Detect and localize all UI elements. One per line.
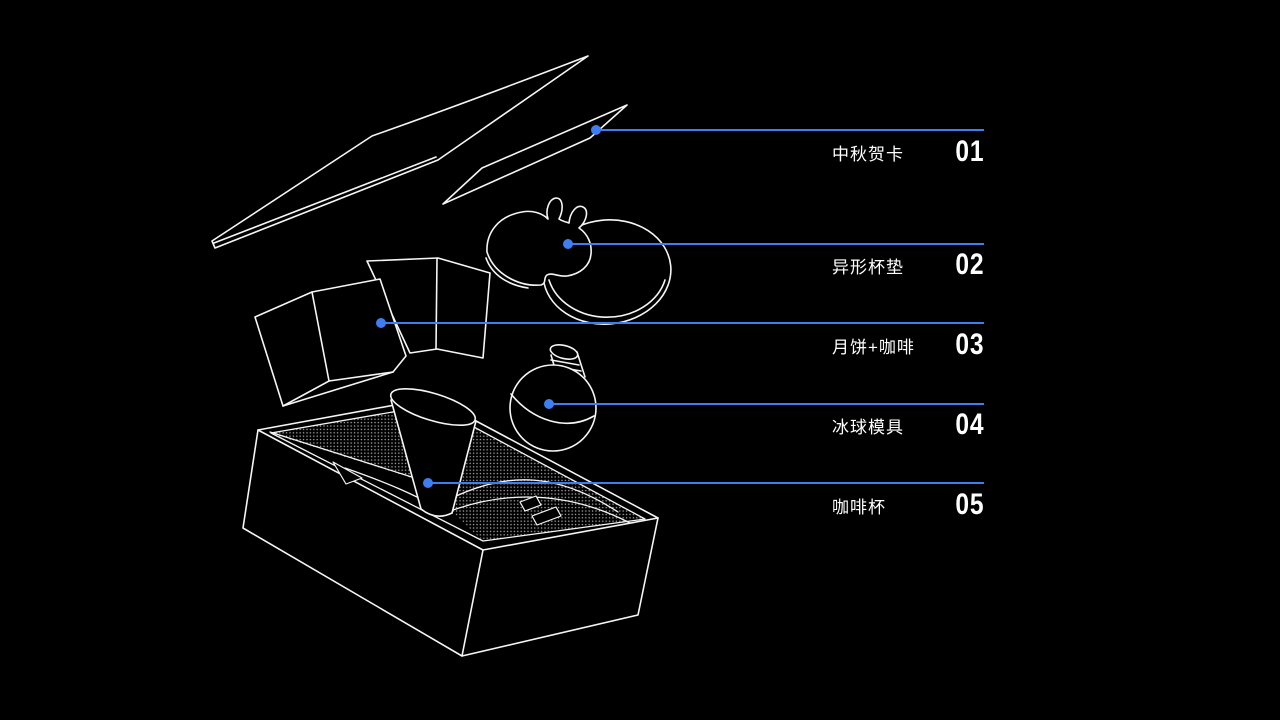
callout-label-5: 咖啡杯 [832,497,886,517]
leader-dot-3 [376,318,386,328]
leader-dot-2 [563,239,573,249]
callout-label-3: 月饼+咖啡 [832,337,915,357]
callout-number-5: 05 [954,488,984,521]
callout-number-4: 04 [954,408,984,441]
callout-label-2: 异形杯垫 [832,257,904,277]
coffee-box-icon [366,257,491,359]
coffee-cup-icon [389,387,477,517]
callout-number-1: 01 [954,135,984,168]
callout-label-4: 冰球模具 [832,417,904,437]
rabbit-coaster-icon [485,197,592,289]
callout-row-5: 咖啡杯 05 [832,488,984,522]
callout-number-2: 02 [954,248,984,281]
callout-number-3: 03 [954,328,984,361]
callout-row-4: 冰球模具 04 [832,408,984,442]
greeting-card-icon [442,104,628,205]
ice-ball-mold-icon [509,344,597,452]
leader-dot-5 [423,478,433,488]
leader-dot-4 [544,399,554,409]
callout-row-3: 月饼+咖啡 03 [832,328,984,362]
callout-label-1: 中秋贺卡 [832,144,904,164]
leader-dot-1 [591,125,601,135]
gift-box-lid-icon [211,55,589,249]
callout-row-1: 中秋贺卡 01 [832,135,984,169]
callout-row-2: 异形杯垫 02 [832,248,984,282]
mooncake-box-icon [254,278,407,407]
